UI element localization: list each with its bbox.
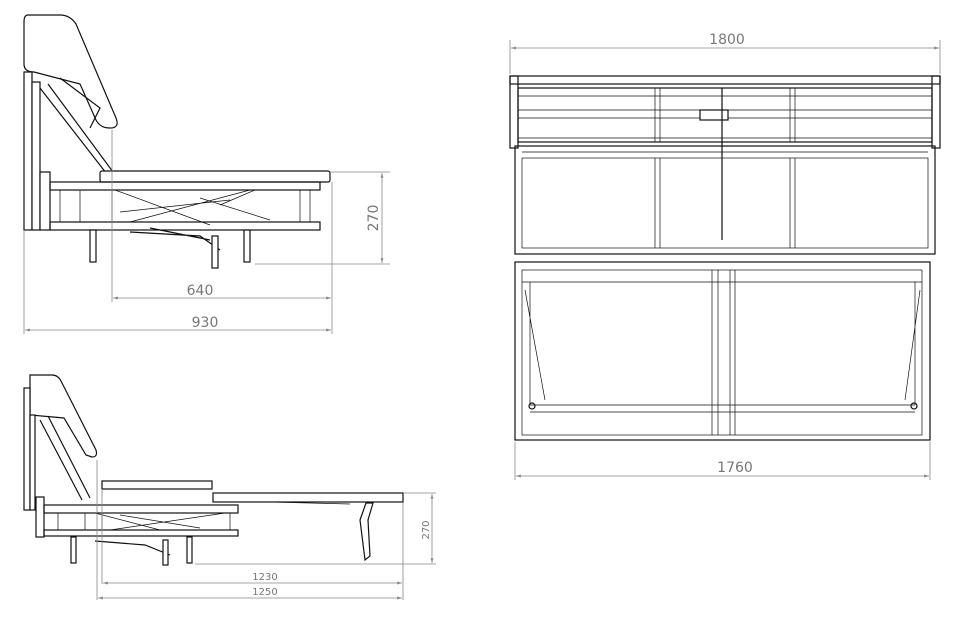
front-view: 1800 1760 <box>509 32 941 480</box>
extension-lines <box>23 130 333 334</box>
dim-width-top: 1800 <box>709 32 745 48</box>
bed-inner <box>521 269 923 436</box>
bed-panel <box>514 261 931 441</box>
folding-link <box>129 227 221 251</box>
seat-rail-bottom <box>49 221 321 231</box>
frame-struts <box>59 189 311 226</box>
side-post <box>931 75 941 149</box>
mechanism-block <box>699 109 729 121</box>
top-rail <box>509 75 941 85</box>
back-post <box>23 71 33 231</box>
dim-seat-depth: 640 <box>187 283 214 299</box>
dim-height: 270 <box>421 520 432 539</box>
seat-rail-bottom <box>43 529 239 537</box>
mechanism-arm <box>39 415 91 501</box>
leg <box>211 235 219 269</box>
extension-lines <box>96 460 436 600</box>
seat-slats <box>522 151 928 248</box>
dim-total-depth: 930 <box>192 315 219 331</box>
leg <box>162 539 169 566</box>
dim-length-inner: 1230 <box>252 572 277 583</box>
dim-height: 270 <box>366 205 382 232</box>
side-view-unfolded: 270 1230 1250 <box>23 374 436 600</box>
back-post-inner <box>29 414 36 511</box>
seat-inner <box>521 157 929 249</box>
leg <box>70 536 77 564</box>
dim-width-bottom: 1760 <box>717 460 753 476</box>
seat-rail-top <box>49 181 321 191</box>
leg <box>186 536 193 564</box>
frame-end <box>39 171 51 231</box>
back-post <box>23 387 31 511</box>
seat-cushion <box>99 170 331 183</box>
leg <box>89 229 97 263</box>
dim-length-outer: 1250 <box>252 587 277 598</box>
seat-panel <box>514 145 936 255</box>
hinge <box>528 402 536 410</box>
frame-end <box>35 496 45 538</box>
folding-link <box>94 540 171 556</box>
side-view-folded: 270 640 930 <box>23 14 390 334</box>
extended-mattress <box>212 492 404 503</box>
bed-frame-lines <box>522 270 922 435</box>
back-post-inner <box>31 81 41 231</box>
leg <box>243 229 251 263</box>
extension-lines <box>255 171 390 265</box>
fold-out-leg <box>359 502 374 562</box>
seat-rail-top <box>43 504 239 514</box>
hinge <box>910 402 918 410</box>
mechanism-arm <box>39 77 117 179</box>
extension-lines <box>509 40 941 480</box>
backrest <box>23 14 118 129</box>
side-post <box>509 75 519 149</box>
backrest <box>29 374 98 458</box>
backrest-panel <box>517 87 933 143</box>
folded-cushion <box>101 480 213 490</box>
